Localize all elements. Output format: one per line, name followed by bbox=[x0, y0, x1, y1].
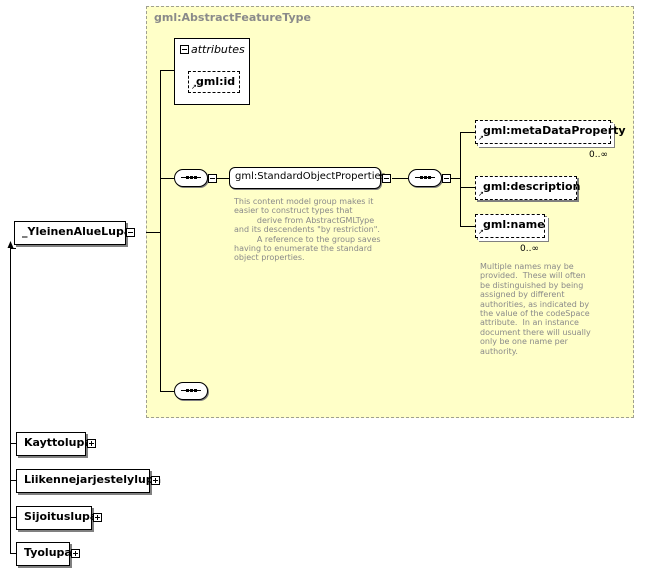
reference-arrow-icon: ↗ bbox=[478, 134, 484, 142]
root-collapse-button[interactable] bbox=[126, 228, 135, 237]
element-description[interactable]: gml:description ↗ bbox=[475, 176, 581, 200]
derived-type-kayttolupa[interactable]: Kayttolupa bbox=[16, 432, 92, 456]
kayttolupa-expand-button[interactable] bbox=[87, 439, 96, 448]
sequence-compositor-1[interactable] bbox=[174, 169, 208, 187]
occurrence-label: 0..∞ bbox=[520, 244, 539, 254]
tyolupa-expand-button[interactable] bbox=[71, 549, 80, 558]
name-note: Multiple names may be provided. These wi… bbox=[480, 262, 591, 356]
derived-type-label: Tyolupa bbox=[24, 546, 72, 559]
root-element-label: _YleinenAlueLupa bbox=[22, 225, 132, 238]
element-metadata-property[interactable]: gml:metaDataProperty ↗ bbox=[475, 120, 626, 144]
group-collapse-button[interactable] bbox=[382, 174, 391, 183]
reference-arrow-icon: ↗ bbox=[478, 228, 484, 236]
derived-type-label: Kayttolupa bbox=[24, 436, 92, 449]
element-label: gml:description bbox=[483, 180, 581, 193]
attribute-gml-id[interactable]: gml:id ↗ bbox=[188, 71, 240, 93]
reference-arrow-icon: ↗ bbox=[478, 190, 484, 198]
liikennejarjestelylupa-expand-button[interactable] bbox=[151, 476, 160, 485]
element-label: gml:name bbox=[483, 218, 545, 231]
standard-object-properties-group[interactable]: gml:StandardObjectProperties bbox=[229, 167, 386, 189]
derived-type-sijoituslupa[interactable]: Sijoituslupa bbox=[16, 506, 97, 530]
element-label: gml:metaDataProperty bbox=[483, 124, 626, 137]
element-name[interactable]: gml:name ↗ bbox=[475, 214, 545, 238]
attribute-label: gml:id bbox=[196, 75, 236, 88]
attributes-collapse-button[interactable] bbox=[180, 45, 189, 54]
sequence-2-collapse-button[interactable] bbox=[442, 174, 451, 183]
sequence-1-collapse-button[interactable] bbox=[208, 174, 217, 183]
attributes-title: attributes bbox=[191, 43, 245, 56]
sijoituslupa-expand-button[interactable] bbox=[93, 513, 102, 522]
root-element[interactable]: _YleinenAlueLupa bbox=[14, 221, 131, 245]
type-title: gml:AbstractFeatureType bbox=[154, 11, 311, 24]
sequence-compositor-3[interactable] bbox=[174, 382, 208, 400]
derived-type-liikennejarjestelylupa[interactable]: Liikennejarjestelylupa bbox=[16, 469, 161, 493]
group-note: This content model group makes it easier… bbox=[234, 197, 381, 263]
sequence-compositor-2[interactable] bbox=[408, 169, 442, 187]
derived-type-label: Sijoituslupa bbox=[24, 510, 98, 523]
group-label: gml:StandardObjectProperties bbox=[235, 171, 386, 182]
reference-arrow-icon: ↗ bbox=[191, 83, 197, 91]
derived-type-label: Liikennejarjestelylupa bbox=[24, 473, 162, 486]
occurrence-label: 0..∞ bbox=[589, 150, 608, 160]
derived-type-tyolupa[interactable]: Tyolupa bbox=[16, 542, 72, 566]
